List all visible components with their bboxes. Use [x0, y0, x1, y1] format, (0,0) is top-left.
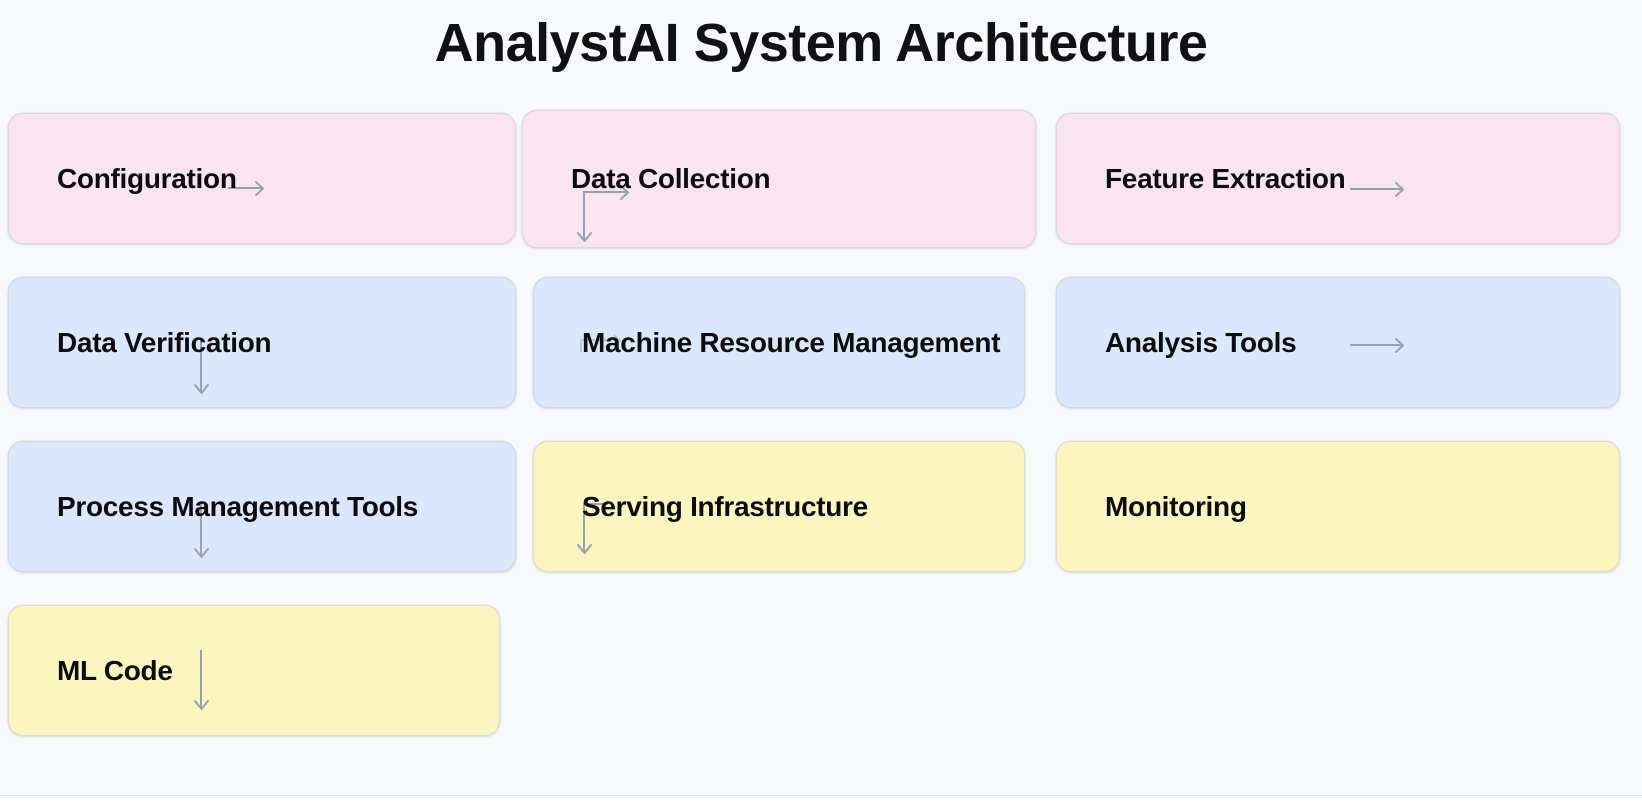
page-title: AnalystAI System Architecture — [434, 13, 1208, 73]
node-ml-code-label: ML Code — [57, 654, 173, 686]
node-analysis-tools-label: Analysis Tools — [1105, 326, 1297, 358]
node-data-verification-label: Data Verification — [57, 326, 272, 358]
node-feature-extraction-label: Feature Extraction — [1105, 162, 1346, 194]
node-feature-extraction[interactable]: Feature Extraction — [1056, 113, 1620, 244]
node-data-collection-label: Data Collection — [571, 163, 771, 194]
node-machine-resource-management[interactable]: Machine Resource Management — [533, 277, 1025, 408]
node-monitoring-label: Monitoring — [1105, 490, 1247, 522]
node-process-management-tools-label: Process Management Tools — [57, 490, 419, 522]
node-ml-code[interactable]: ML Code — [8, 605, 500, 736]
bottom-strip — [0, 796, 1642, 810]
node-monitoring[interactable]: Monitoring — [1056, 441, 1620, 572]
node-process-management-tools[interactable]: Process Management Tools — [8, 441, 516, 572]
node-configuration[interactable]: Configuration — [8, 113, 516, 244]
node-machine-resource-management-label: Machine Resource Management — [582, 326, 1001, 358]
node-serving-infrastructure-label: Serving Infrastructure — [582, 490, 868, 522]
node-data-collection[interactable]: Data Collection — [522, 110, 1036, 248]
node-data-verification[interactable]: Data Verification — [8, 277, 516, 408]
bottom-divider — [0, 795, 1642, 796]
node-serving-infrastructure[interactable]: Serving Infrastructure — [533, 441, 1025, 572]
node-configuration-label: Configuration — [57, 162, 237, 194]
node-analysis-tools[interactable]: Analysis Tools — [1056, 277, 1620, 408]
